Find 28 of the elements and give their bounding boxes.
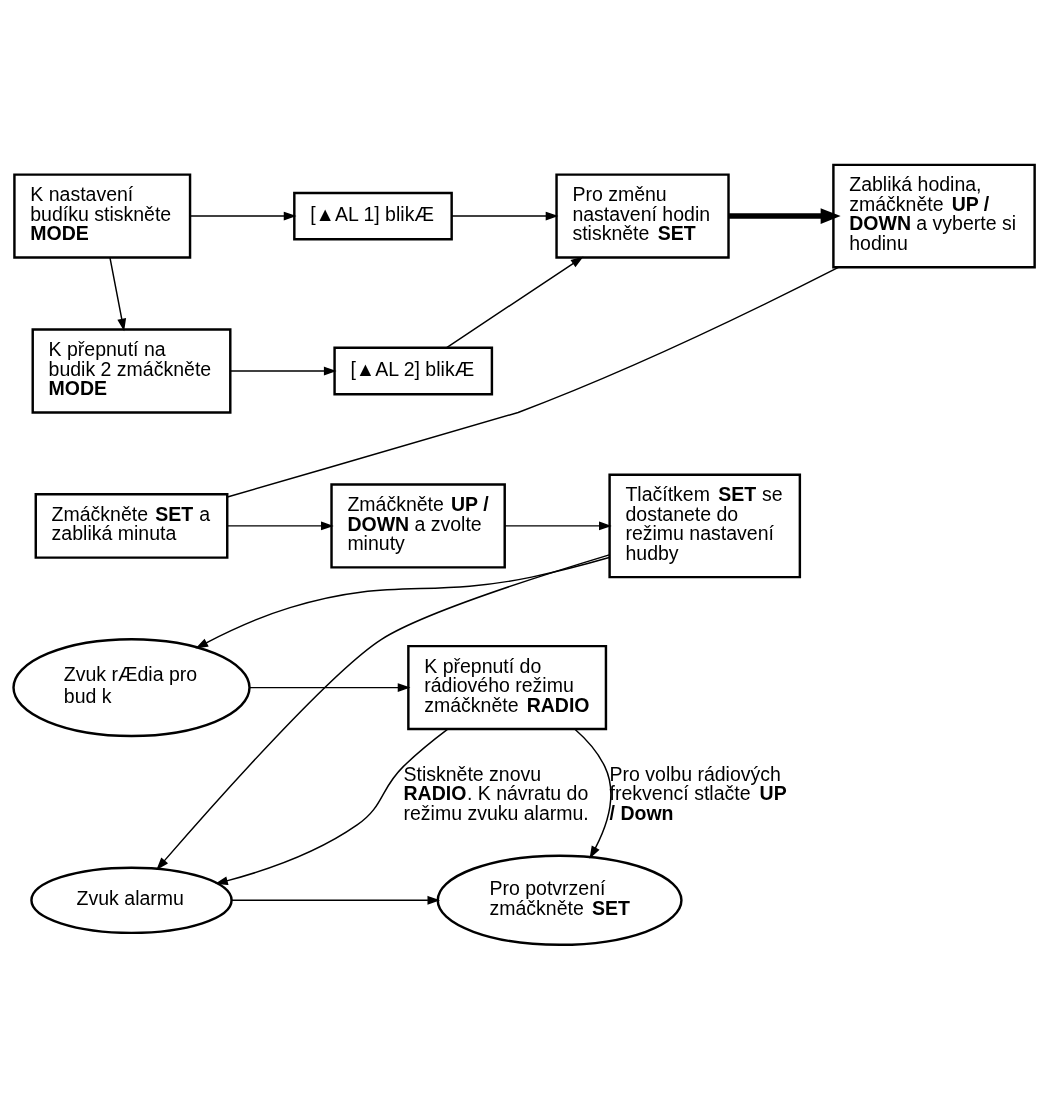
edge-label: Stiskněte znovu RADIO. K návratu do režimu zvuku alarmu.: [403, 762, 589, 824]
arrow: [231, 895, 441, 905]
arrow: [227, 521, 334, 531]
node-ellipse: Zvuk alarmu: [30, 866, 233, 935]
node-box: Tlačítkem SET se dostanete do režimu nastavení hudby: [608, 473, 802, 579]
arrow: [215, 728, 449, 885]
arrow: [249, 683, 411, 693]
connector: [226, 266, 840, 498]
arrow: [156, 554, 610, 871]
node-box: Zabliká hodina, zmáčkněte UP / DOWN a vyberte si hodinu: [832, 163, 1036, 269]
node-box: Pro změnu nastavení hodin stiskněte SET: [555, 173, 730, 259]
node-box: Zmáčkněte UP / DOWN a zvolte minuty: [330, 483, 506, 569]
arrow: [195, 556, 610, 649]
arrow: [504, 521, 612, 531]
node-box: Zmáčkněte SET a zabliká minuta: [34, 492, 229, 559]
arrow: [574, 728, 612, 859]
node-box: [▲AL 2] blikÆ: [333, 346, 494, 396]
node-box: [▲AL 1] blikÆ: [293, 191, 453, 241]
node-box: K přepnutí do rádiového režimu zmáčkněte RADIO: [407, 644, 608, 731]
arrow: [229, 366, 337, 376]
node-box: K přepnutí na budik 2 zmáčkněte MODE: [31, 328, 232, 414]
arrow: [189, 211, 297, 221]
arrow: [445, 256, 584, 349]
node-ellipse: Pro potvrzení zmáčkněte SET: [436, 854, 683, 947]
node-box: K nastavení budíku stiskněte MODE: [13, 173, 192, 259]
arrow: [109, 257, 127, 332]
arrow: [451, 211, 559, 221]
arrow: [729, 208, 841, 224]
